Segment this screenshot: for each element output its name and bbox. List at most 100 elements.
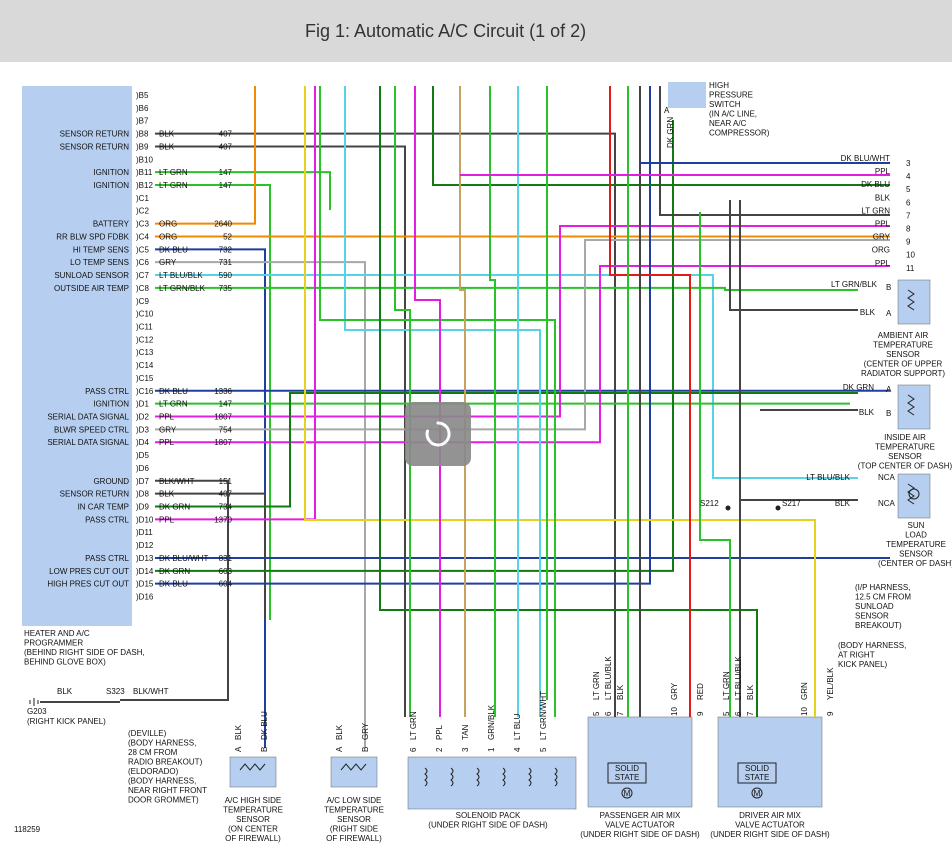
solenoid-pin: 1 — [487, 747, 496, 752]
programmer-pin: )D15 — [136, 580, 154, 589]
wire-dk-grn-top — [432, 86, 890, 186]
loading-spinner-overlay — [405, 402, 471, 466]
programmer-wire-color: PPL — [159, 438, 175, 447]
high-pressure-switch-label: HIGH — [709, 81, 729, 90]
splice-s217 — [775, 505, 781, 511]
actuator-wire-color: GRY — [670, 682, 679, 700]
programmer-wire-color: DK GRN — [159, 567, 190, 576]
connector-pin-number: 6 — [906, 198, 911, 207]
solenoid-coil-icon — [528, 767, 532, 787]
wire-lo-temp-sens-c6 — [155, 261, 366, 748]
ip-harness-note: 12.5 CM FROM — [855, 593, 911, 602]
programmer-wire-color: LT GRN — [159, 181, 188, 190]
programmer-pin: )B8 — [136, 130, 149, 139]
connector-pin-number: 10 — [906, 251, 915, 260]
wire-sensor-return-d8 — [155, 492, 266, 620]
solenoid-coil-icon — [424, 767, 428, 787]
programmer-circuit-number: 731 — [219, 258, 233, 267]
inside-sensor-label: SENSOR — [888, 452, 922, 461]
solenoid-wire-color: GRN/BLK — [487, 704, 496, 740]
programmer-pin: )D16 — [136, 593, 154, 602]
solenoid-pin: 3 — [461, 747, 470, 752]
low-side-sensor-label: A/C LOW SIDE — [327, 796, 382, 805]
connector-pin-number: 5 — [906, 185, 911, 194]
body-harness-note: KICK PANEL) — [838, 660, 888, 669]
programmer-pin: )D3 — [136, 425, 149, 434]
programmer-pin: )B12 — [136, 181, 153, 190]
wire-ambient-blk — [729, 200, 858, 311]
programmer-pin-name: OUTSIDE AIR TEMP — [54, 284, 129, 293]
programmer-pin: )D9 — [136, 503, 149, 512]
ambient-sensor-label: (CENTER OF UPPER — [864, 360, 943, 369]
solenoid-wire-color: LT GRN — [409, 711, 418, 740]
inside-wire-color: BLK — [859, 408, 875, 417]
programmer-pin-name: IGNITION — [93, 181, 129, 190]
sensor-pin: A — [335, 746, 344, 752]
actuator-pin: 5 — [722, 711, 731, 716]
ip-harness-note: BREAKOUT) — [855, 621, 902, 630]
passenger-actuator-label: PASSENGER AIR MIX — [600, 811, 681, 820]
programmer-wire-color: DK BLU/WHT — [159, 554, 208, 563]
sensor-wire-color: DK BLU — [260, 711, 269, 740]
programmer-pin: )D8 — [136, 490, 149, 499]
ambient-sensor-label: TEMPERATURE — [873, 341, 933, 350]
programmer-circuit-number: 734 — [219, 503, 233, 512]
wire-ignition-b12 — [155, 184, 271, 620]
connector-pin-number: 7 — [906, 211, 911, 220]
wire-lt-grn-driver — [699, 212, 731, 717]
figure-header: Fig 1: Automatic A/C Circuit (1 of 2) — [0, 0, 952, 62]
actuator-wire-color: LT GRN — [592, 671, 601, 700]
actuator-wire-color: RED — [696, 683, 705, 700]
sun-wire-color: BLK — [835, 499, 851, 508]
solenoid-coil-icon — [554, 767, 558, 787]
motor-icon — [621, 787, 633, 799]
wire-battery-c3 — [155, 86, 256, 225]
figure-title: Fig 1: Automatic A/C Circuit (1 of 2) — [305, 21, 587, 41]
harness-variants-note: (DEVILLE) — [128, 729, 167, 738]
wire-tan-solenoid — [459, 86, 466, 717]
programmer-wire-color: DK BLU — [159, 580, 188, 589]
sensor-wire-color: BLK — [234, 724, 243, 740]
solid-state-label: STATE — [745, 773, 770, 782]
solenoid-pack — [407, 756, 577, 810]
body-harness-note: AT RIGHT — [838, 651, 875, 660]
thermistor-icon — [907, 394, 915, 416]
connector-wire-color: ORG — [872, 246, 890, 255]
harness-variants-note: (BODY HARNESS, — [128, 777, 196, 786]
wire-sunload-c7 — [155, 274, 858, 479]
ac-low-side-temperature-sensor — [330, 756, 378, 788]
figure-number: 118259 — [14, 825, 41, 834]
ambient-sensor-label: SENSOR — [886, 350, 920, 359]
harness-variants-note: (ELDORADO) — [128, 767, 179, 776]
connector-wire-color: LT GRN — [861, 206, 890, 215]
programmer-pin: )D2 — [136, 413, 149, 422]
programmer-pin: )C11 — [136, 322, 153, 331]
harness-variants-note: RADIO BREAKOUT) — [128, 758, 203, 767]
programmer-pin-name: SUNLOAD SENSOR — [54, 271, 129, 280]
driver-air-mix-valve-actuator — [717, 716, 823, 808]
solenoid-coil-icon — [502, 767, 506, 787]
programmer-pin: )D4 — [136, 438, 149, 447]
connector-wire-color: PPL — [875, 259, 891, 268]
programmer-pin: )D12 — [136, 541, 154, 550]
programmer-pin: )B6 — [136, 104, 149, 113]
high-side-sensor-label: TEMPERATURE — [223, 806, 283, 815]
programmer-pin: )D6 — [136, 464, 149, 473]
splice-s212 — [725, 505, 731, 511]
solenoid-pack-label: (UNDER RIGHT SIDE OF DASH) — [428, 821, 548, 830]
sun-sensor-label: (CENTER OF DASH) — [878, 559, 952, 568]
programmer-pin-name: SENSOR RETURN — [60, 130, 130, 139]
wire-ignition-b11 — [155, 171, 331, 210]
connector-pin-number: 11 — [906, 264, 915, 273]
high-pressure-switch-label: COMPRESSOR) — [709, 129, 770, 138]
programmer-pin: )B7 — [136, 117, 149, 126]
harness-variants-note: (BODY HARNESS, — [128, 739, 196, 748]
wire-low-pres-d14 — [155, 120, 674, 572]
low-side-sensor-label: OF FIREWALL) — [326, 834, 382, 843]
programmer-pin: )C12 — [136, 335, 154, 344]
connector-wire-color: DK BLU — [861, 180, 890, 189]
actuator-pin: 5 — [592, 711, 601, 716]
solenoid-wire-color: LT BLU — [513, 713, 522, 740]
programmer-pin-name: IGNITION — [93, 168, 129, 177]
programmer-module — [22, 86, 132, 626]
